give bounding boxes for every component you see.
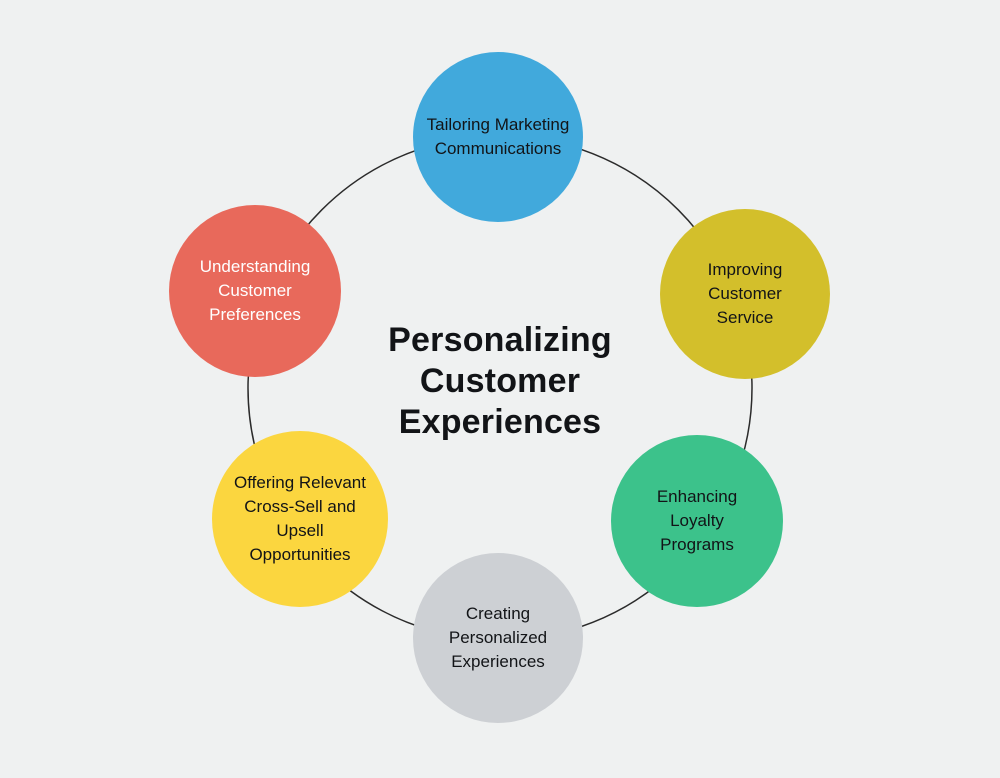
node-label: Enhancing Loyalty Programs: [656, 487, 738, 554]
node-tailoring-marketing-communications: Tailoring Marketing Communications: [413, 52, 583, 222]
diagram-title: Personalizing Customer Experiences: [388, 321, 612, 441]
node-improving-customer-service: Improving Customer Service: [660, 209, 830, 379]
node-understanding-customer-preferences: Understanding Customer Preferences: [169, 205, 341, 377]
node-offering-cross-sell-upsell-opportunities: Offering Relevant Cross-Sell and Upsell …: [212, 431, 388, 607]
node-label: Understanding Customer Preferences: [199, 257, 311, 324]
node-enhancing-loyalty-programs: Enhancing Loyalty Programs: [611, 435, 783, 607]
node-label: Improving Customer Service: [707, 260, 783, 327]
node-label: Offering Relevant Cross-Sell and Upsell …: [234, 473, 366, 564]
node-creating-personalized-experiences: Creating Personalized Experiences: [413, 553, 583, 723]
node-label: Creating Personalized Experiences: [448, 604, 548, 671]
node-label: Tailoring Marketing Communications: [426, 115, 570, 158]
